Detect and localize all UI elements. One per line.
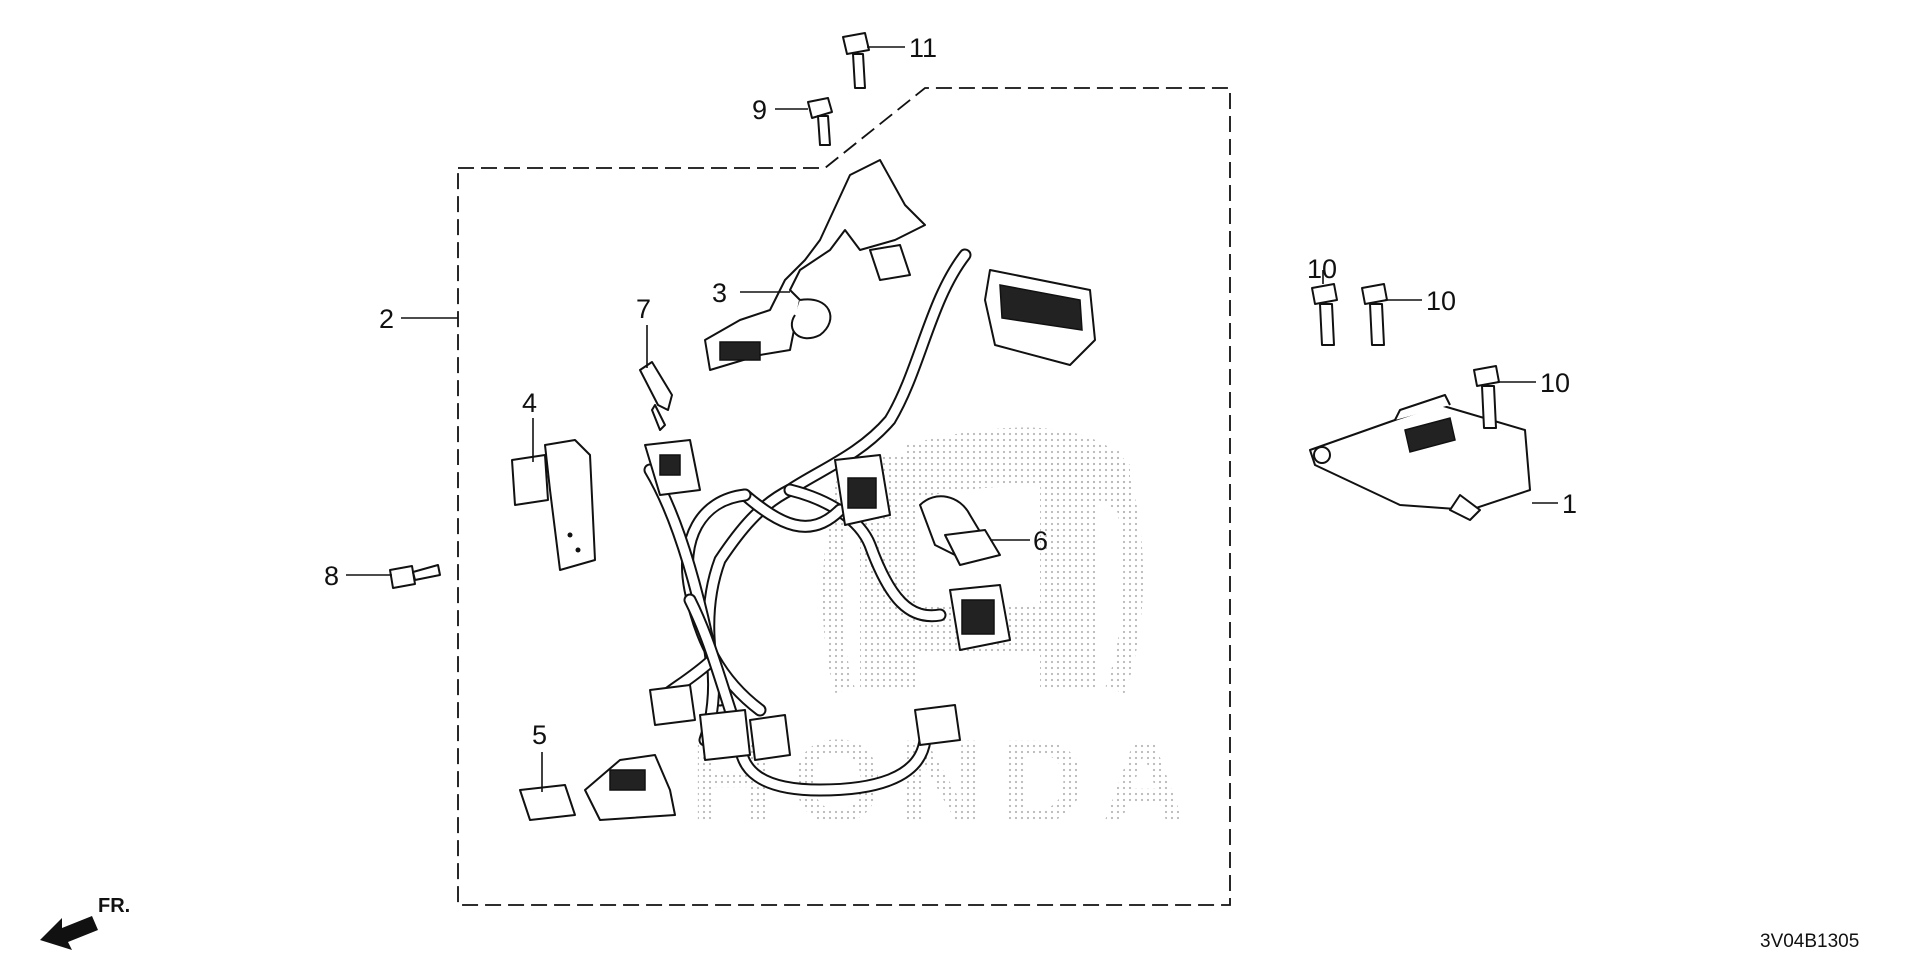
bolt-11 bbox=[842, 32, 870, 89]
bolt-10-right bbox=[1473, 365, 1500, 429]
bolt-10-left bbox=[1311, 283, 1338, 346]
part-1-control-unit bbox=[1309, 394, 1531, 521]
harness-connector-upper bbox=[984, 269, 1096, 366]
bolt-8 bbox=[389, 564, 441, 589]
callout-4: 4 bbox=[522, 388, 537, 418]
part-4-connector bbox=[511, 439, 596, 571]
part-7-clip bbox=[639, 361, 673, 431]
callout-9: 9 bbox=[752, 95, 767, 125]
callout-10-right: 10 bbox=[1540, 368, 1570, 398]
callout-1: 1 bbox=[1562, 489, 1577, 519]
part-5-connector bbox=[519, 754, 676, 821]
harness-connector-lower-left bbox=[649, 684, 791, 761]
leader-lines bbox=[346, 46, 1558, 792]
front-direction-label: FR. bbox=[98, 895, 130, 917]
callout-10-middle: 10 bbox=[1426, 286, 1456, 316]
bolt-10-middle bbox=[1361, 283, 1388, 346]
callout-10-left: 10 bbox=[1307, 254, 1337, 284]
front-direction-arrow: FR. bbox=[40, 895, 130, 950]
harness-connector-lower-right bbox=[914, 704, 961, 746]
callout-3: 3 bbox=[712, 278, 727, 308]
part-3-bracket bbox=[704, 159, 926, 371]
part-6-sensor bbox=[919, 495, 1001, 566]
callout-11: 11 bbox=[909, 33, 937, 63]
harness-connector-center bbox=[834, 454, 891, 526]
harness-connector-right bbox=[949, 584, 1011, 651]
callout-5: 5 bbox=[532, 720, 547, 750]
bolt-9 bbox=[807, 97, 833, 146]
diagram-code: 3V04B1305 bbox=[1760, 931, 1859, 952]
callout-8: 8 bbox=[324, 561, 339, 591]
harness-connector-left bbox=[644, 439, 701, 496]
callout-7: 7 bbox=[636, 294, 651, 324]
callout-6: 6 bbox=[1033, 526, 1048, 556]
callout-2: 2 bbox=[379, 304, 394, 334]
